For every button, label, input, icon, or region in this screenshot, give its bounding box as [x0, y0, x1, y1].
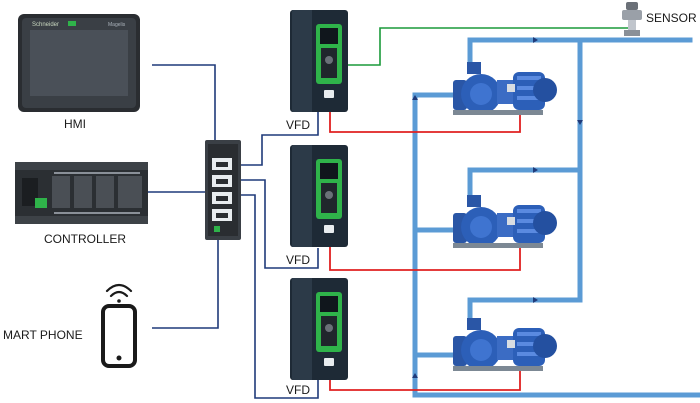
- vfd3-label: VFD: [286, 383, 310, 397]
- vfd-1: [290, 10, 348, 112]
- vfd1-pump1-line: [329, 100, 521, 133]
- pump-1: [453, 62, 557, 115]
- hmi-logo-mark: [68, 21, 76, 26]
- switch-vfd1-line: [240, 110, 319, 166]
- flow-arrow-4: [412, 95, 418, 100]
- vfd-badge: [324, 225, 334, 233]
- hmi-switch-line: [152, 64, 216, 145]
- phone-switch-line: [152, 238, 219, 329]
- flow-arrow-1: [533, 37, 538, 43]
- pumps: [453, 62, 557, 371]
- vfd-screen: [320, 28, 338, 44]
- pump-3: [453, 318, 557, 371]
- network-lines: [148, 64, 319, 399]
- network-switch: [205, 140, 241, 240]
- vfd2-pump2-line: [329, 232, 521, 271]
- vfd-pump-lines: [329, 100, 521, 391]
- switch-vfd3-line: [240, 194, 319, 399]
- vfd2-label: VFD: [286, 253, 310, 267]
- vfd3-pump3-line: [329, 360, 521, 391]
- pressure-sensor-icon: [622, 2, 642, 36]
- vfd1-label: VFD: [286, 118, 310, 132]
- vfd-2: [290, 145, 348, 247]
- vfd-screen: [320, 163, 338, 179]
- hmi-screen: [30, 30, 128, 96]
- flow-arrow-3: [533, 297, 538, 303]
- flow-arrow-2: [533, 167, 538, 173]
- vfd-drives: [290, 10, 348, 380]
- sensor-signal-line: [348, 27, 632, 66]
- hmi-device: Schneider Magelis: [18, 14, 140, 112]
- switch-vfd2-line: [240, 179, 319, 269]
- vfd-badge: [324, 358, 334, 366]
- sensor-label: SENSOR: [646, 11, 697, 25]
- flow-arrows: [412, 37, 583, 378]
- phone-device: [101, 304, 137, 368]
- controller-label: CONTROLLER: [44, 232, 126, 246]
- flow-arrow-5: [412, 373, 418, 378]
- pump-2: [453, 195, 557, 248]
- vfd-3: [290, 278, 348, 380]
- controller-device: [15, 162, 148, 224]
- phone-label: MART PHONE: [3, 328, 83, 342]
- hmi-label: HMI: [64, 117, 86, 131]
- pipe-network: [412, 37, 700, 398]
- vfd-badge: [324, 90, 334, 98]
- flow-arrow-6: [577, 120, 583, 125]
- hmi-logo-text: Schneider: [32, 22, 59, 28]
- controller-port: [35, 198, 47, 208]
- vfd-screen: [320, 296, 338, 312]
- hmi-model-text: Magelis: [108, 22, 126, 28]
- phone-home-button: [116, 355, 122, 361]
- controller-display: [22, 178, 38, 206]
- wifi-icon: [105, 283, 133, 303]
